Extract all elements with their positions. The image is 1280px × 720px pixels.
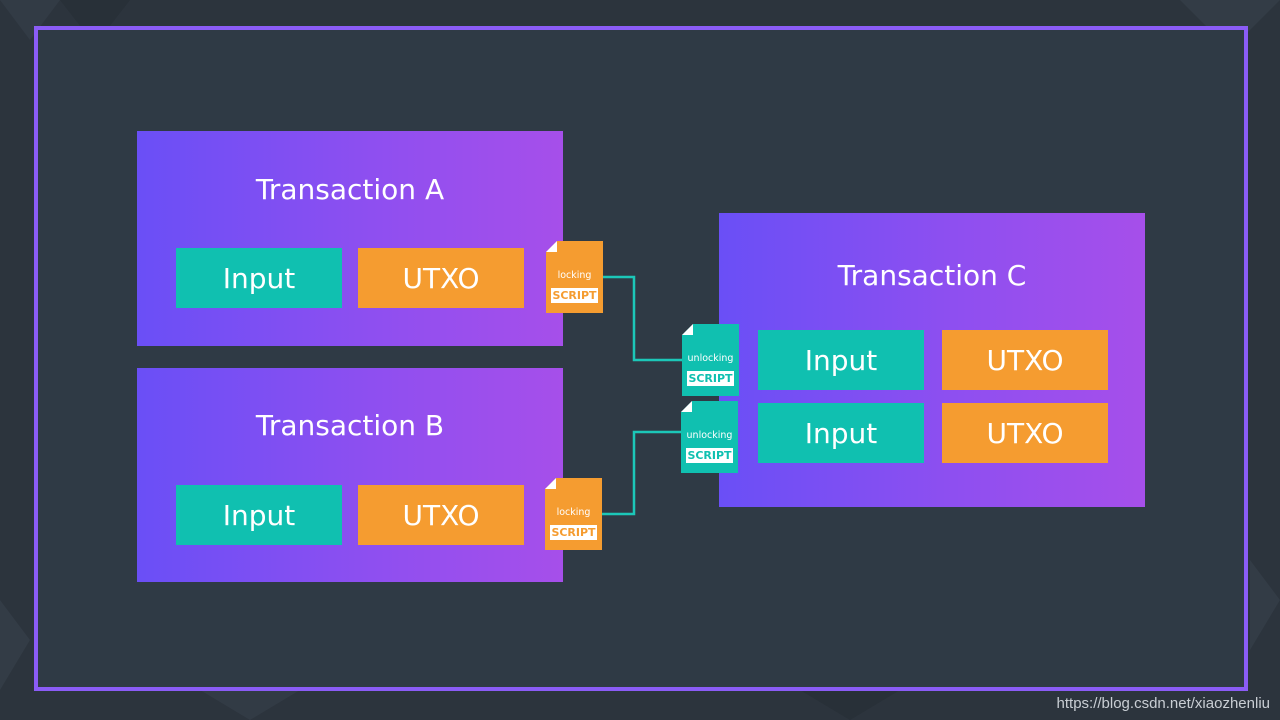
transaction-a-title: Transaction A	[255, 173, 445, 206]
transaction-c-title: Transaction C	[837, 259, 1027, 292]
transaction-b-title: Transaction B	[255, 409, 445, 442]
transaction-a-input: Input	[176, 248, 342, 308]
transaction-c: Transaction C Input UTXO Input UTXO	[719, 213, 1145, 507]
unlocking-script-document-icon: unlocking SCRIPT	[682, 324, 739, 396]
locking-script-tag: SCRIPT	[550, 525, 597, 540]
transaction-b-utxo: UTXO	[358, 485, 524, 545]
locking-script-label: locking	[557, 270, 592, 281]
unlocking-script-label: unlocking	[687, 353, 734, 364]
transaction-c-input-1: Input	[758, 330, 924, 390]
locking-script-label: locking	[556, 507, 591, 518]
transaction-b-input: Input	[176, 485, 342, 545]
transaction-a-utxo: UTXO	[358, 248, 524, 308]
locking-script-document-icon: locking SCRIPT	[546, 241, 603, 313]
locking-script-tag: SCRIPT	[551, 288, 598, 303]
transaction-c-utxo-1: UTXO	[942, 330, 1108, 390]
transaction-b: Transaction B Input UTXO	[137, 368, 563, 582]
unlocking-script-tag: SCRIPT	[687, 371, 734, 386]
transaction-a: Transaction A Input UTXO	[137, 131, 563, 346]
unlocking-script-label: unlocking	[686, 430, 733, 441]
unlocking-script-document-icon: unlocking SCRIPT	[681, 401, 738, 473]
transaction-c-utxo-2: UTXO	[942, 403, 1108, 463]
transaction-c-input-2: Input	[758, 403, 924, 463]
unlocking-script-tag: SCRIPT	[686, 448, 733, 463]
watermark-url: https://blog.csdn.net/xiaozhenliu	[1056, 695, 1270, 712]
locking-script-document-icon: locking SCRIPT	[545, 478, 602, 550]
